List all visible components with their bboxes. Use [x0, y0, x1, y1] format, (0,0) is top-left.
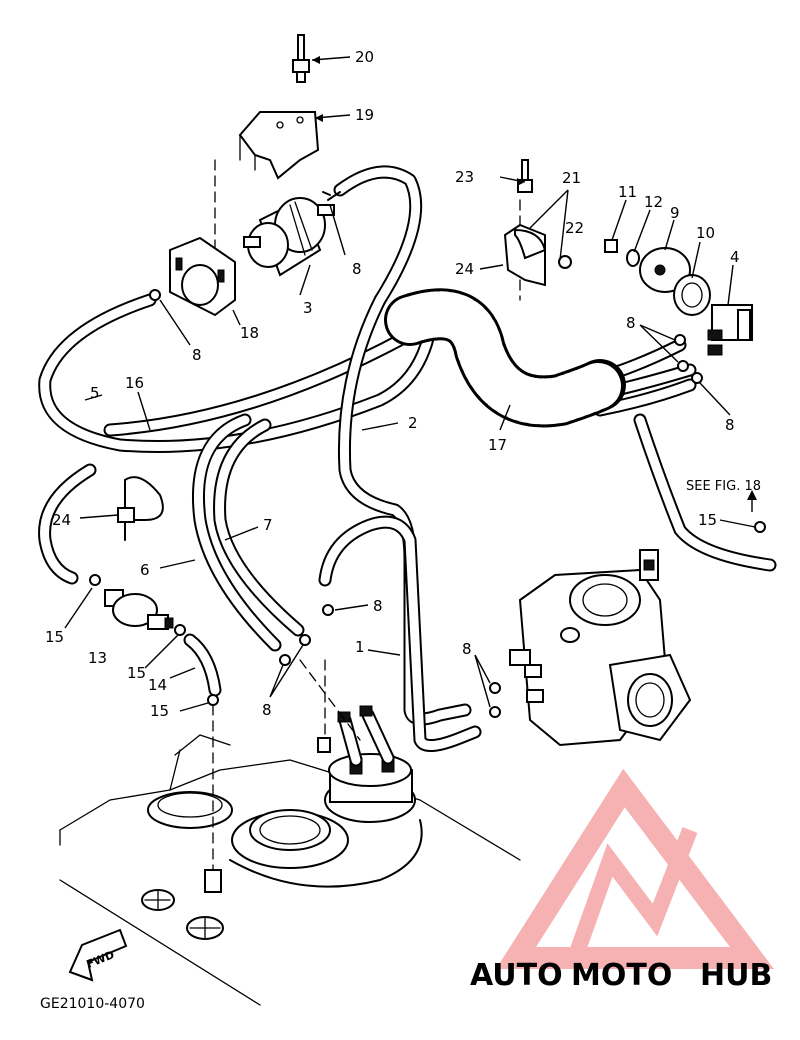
label-8-carb: 8: [462, 640, 472, 658]
label-15-lower: 15: [150, 702, 169, 720]
see-fig-note: SEE FIG. 18: [686, 479, 761, 494]
watermark-logo: [495, 768, 775, 969]
label-17: 17: [488, 436, 507, 454]
leader-lines: [64, 56, 757, 712]
pump-assembly-4: [604, 239, 753, 356]
label-16: 16: [125, 374, 144, 392]
label-21: 21: [562, 169, 581, 187]
label-9: 9: [670, 204, 680, 222]
clamp-8-i: [691, 372, 703, 384]
label-12: 12: [644, 193, 663, 211]
clamp-8-e: [489, 682, 501, 694]
label-24-left: 24: [52, 511, 71, 529]
watermark-auto: AUTO: [470, 958, 563, 993]
carburetor: [509, 549, 692, 747]
label-1: 1: [355, 638, 365, 656]
fwd-arrow: FWD: [68, 928, 128, 982]
label-15-mid: 15: [127, 664, 146, 682]
clamps: [89, 289, 766, 718]
fuel-filter-3: [243, 191, 341, 277]
label-13: 13: [88, 649, 107, 667]
clamp-8-a: [149, 289, 161, 301]
clamp-8-b: [322, 604, 334, 616]
clamp-8-h: [677, 360, 689, 372]
watermark-hub: HUB: [700, 958, 772, 993]
label-8-left-upper: 8: [192, 346, 202, 364]
label-14: 14: [148, 676, 167, 694]
watermark-text: AUTO MOTO HUB: [470, 958, 772, 993]
clamp-15-c: [207, 694, 219, 706]
tank-filler-cap: [147, 791, 233, 829]
label-24-top: 24: [455, 260, 474, 278]
label-23: 23: [455, 168, 474, 186]
clamp-21: [503, 159, 572, 287]
label-18: 18: [240, 324, 259, 342]
clamp-8-g: [674, 334, 686, 346]
label-10: 10: [696, 224, 715, 242]
label-22: 22: [565, 219, 584, 237]
small-parts: [141, 737, 331, 940]
diagram-code: GE21010-4070: [40, 996, 145, 1012]
clamp-15-d: [754, 521, 766, 533]
label-19: 19: [355, 106, 374, 124]
strap-24: [117, 476, 164, 541]
label-3: 3: [303, 299, 313, 317]
label-8-right-lower: 8: [725, 416, 735, 434]
label-20: 20: [355, 48, 374, 66]
label-15-left: 15: [45, 628, 64, 646]
label-7: 7: [263, 516, 273, 534]
clamp-15-b: [174, 624, 186, 636]
label-8-filter: 8: [352, 260, 362, 278]
arrow-tips: [312, 56, 525, 186]
clamp-8-f: [489, 706, 501, 718]
tank-outline: [59, 734, 521, 1006]
label-11: 11: [618, 183, 637, 201]
label-5: 5: [90, 384, 100, 402]
watermark-m-mark: [567, 827, 698, 961]
bracket-19: [238, 111, 320, 180]
fuel-petcock: [324, 705, 416, 823]
label-8-lower: 8: [262, 701, 272, 719]
clamp-8-d: [299, 634, 311, 646]
label-15-right: 15: [698, 511, 717, 529]
watermark-triangle: [495, 768, 775, 969]
watermark-moto: MOTO: [571, 958, 672, 993]
holder-18: [169, 236, 236, 317]
label-2: 2: [408, 414, 418, 432]
corrugated-hose: [384, 288, 626, 428]
clamp-8-c: [279, 654, 291, 666]
bolt-20: [292, 34, 310, 83]
callout-labels: 20 19 23 21 22 24 11 12 9 10 4 3 8 8 8 8…: [45, 48, 761, 720]
label-8-mid: 8: [373, 597, 383, 615]
label-6: 6: [140, 561, 150, 579]
label-4: 4: [730, 248, 740, 266]
label-8-right-upper: 8: [626, 314, 636, 332]
hoses: [38, 165, 777, 752]
clamp-15-a: [89, 574, 101, 586]
check-valve-13: [104, 589, 174, 630]
